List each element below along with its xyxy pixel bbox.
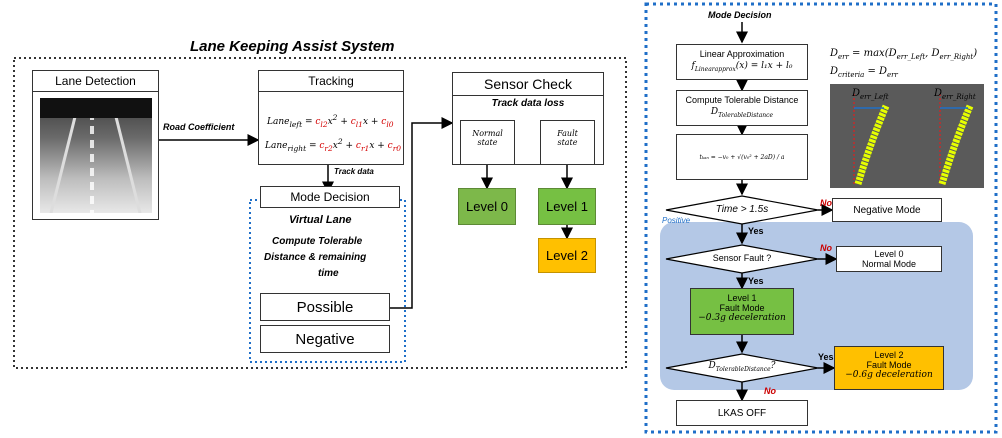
sensor-check-label: Sensor Check (453, 73, 603, 96)
d-err-right-label: Derr_Right (934, 88, 976, 101)
positive-label: Positive (662, 216, 691, 225)
mode-decision-frame (644, 2, 998, 434)
time-condition: Time > 1.5s (715, 204, 769, 215)
no-label-2: No (820, 243, 832, 253)
possible-box: Possible (260, 293, 390, 321)
level2-box: Level 2 (538, 238, 596, 273)
level1-fault-box: Level 1 Fault Mode −0.3g deceleration (690, 288, 794, 335)
lkas-off-box: LKAS OFF (676, 400, 808, 426)
mode-decision-box: Mode Decision (260, 186, 400, 208)
track-data-loss-label: Track data loss (491, 98, 565, 109)
system-boundary (13, 57, 627, 369)
camera-image (39, 98, 152, 213)
virtual-lane-label: Virtual Lane (289, 214, 352, 226)
yes-label-2: Yes (748, 276, 764, 286)
normal-state-box: Normal state (460, 120, 515, 165)
lane-right-equation: Laneright = cr2x2 + cr1x + cr0 (265, 137, 402, 153)
fault-state-line2: state (557, 138, 578, 147)
mode-decision-header: Mode Decision (708, 10, 772, 20)
level2-fault-sub: Fault Mode (866, 360, 912, 370)
linear-approx-box: Linear Approximation fLinearapprox(x) = … (676, 44, 808, 80)
fault-state-line1: Fault (557, 129, 578, 138)
d-tolerable-symbol: DTolerableDistance (710, 107, 774, 119)
lane-left-equation: Laneleft = cl2x2 + cl1x + cl0 (267, 113, 394, 129)
d-criteria-equation: Dcriteria = Derr (830, 66, 898, 79)
linear-approx-equation: fLinearapprox(x) = l₁x + l₀ (691, 61, 793, 73)
time-equation-box: tₖₐₙ = −v₀ + √(v₀² + 2aD) / a (676, 134, 808, 180)
road-coefficient-label: Road Coefficient (163, 122, 235, 132)
linear-approx-label: Linear Approximation (699, 49, 785, 59)
level1-fault-title: Level 1 (727, 293, 757, 303)
sensor-fault-condition: Sensor Fault ? (712, 253, 772, 263)
normal-state-line2: state (477, 138, 498, 147)
normal-state-line1: Normal (472, 129, 503, 138)
level1-fault-sub: Fault Mode (719, 303, 765, 313)
tracking-box: Tracking Laneleft = cl2x2 + cl1x + cl0 L… (258, 70, 404, 165)
d-tolerable-condition: DTolerableDistance? (708, 361, 776, 373)
d-err-left-label: Derr_Left (852, 88, 889, 101)
fault-state-box: Fault state (540, 120, 595, 165)
lane-detection-label: Lane Detection (33, 71, 158, 92)
level1-deceleration: −0.3g deceleration (698, 313, 786, 323)
yes-label-3: Yes (818, 352, 834, 362)
compute-tolerable-line1: Compute Tolerable (272, 236, 363, 247)
level0-box: Level 0 (458, 188, 516, 225)
level1-box: Level 1 (538, 188, 596, 225)
level2-fault-title: Level 2 (874, 350, 904, 360)
lane-error-image: Derr_Left Derr_Right (830, 84, 984, 188)
compute-tolerable-box: Compute Tolerable Distance DTolerableDis… (676, 90, 808, 126)
level2-deceleration: −0.6g deceleration (845, 370, 933, 380)
level0-normal-sub: Normal Mode (861, 259, 917, 269)
level0-normal-box: Level 0 Normal Mode (836, 246, 942, 272)
lane-error-curves (853, 94, 974, 186)
negative-box: Negative (260, 325, 390, 353)
mode-decision-group (249, 199, 406, 363)
d-err-equation: Derr = max(Derr_Left, Derr_Right) (830, 48, 978, 61)
compute-tolerable-label: Compute Tolerable Distance (685, 95, 799, 105)
level0-normal-title: Level 0 (874, 249, 904, 259)
system-title: Lane Keeping Assist System (190, 38, 395, 55)
track-data-label: Track data (334, 167, 374, 176)
yes-label-1: Yes (748, 226, 764, 236)
negative-mode-box: Negative Mode (832, 198, 942, 222)
no-label-1: No (820, 198, 832, 208)
lane-detection-box: Lane Detection (32, 70, 159, 220)
compute-tolerable-line3: time (318, 268, 339, 279)
no-label-3: No (764, 386, 776, 396)
compute-tolerable-line2: Distance & remaining (264, 252, 367, 263)
tracking-label: Tracking (259, 71, 403, 92)
level2-fault-box: Level 2 Fault Mode −0.6g deceleration (834, 346, 944, 390)
